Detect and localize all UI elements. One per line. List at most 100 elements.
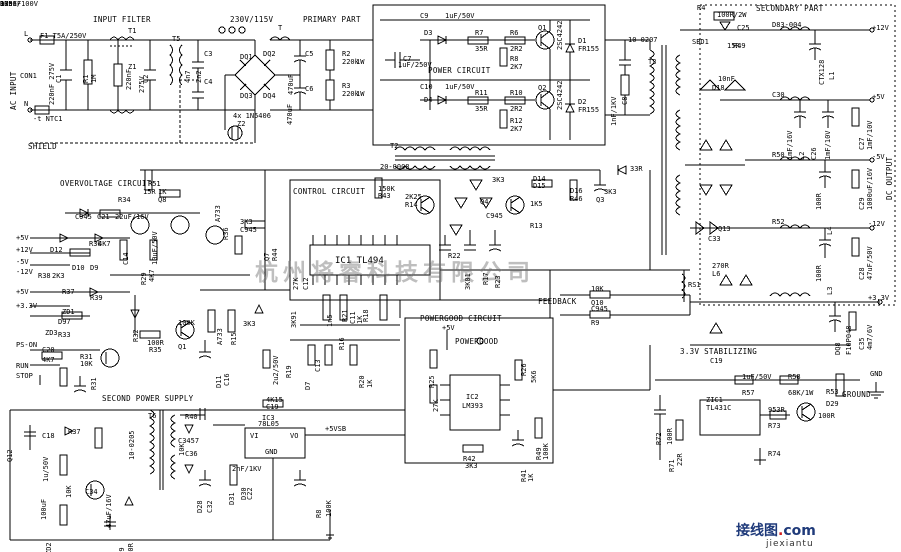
component-label: C14 — [122, 252, 130, 265]
component-label: 1n5 — [326, 314, 334, 327]
component-label: C21 — [97, 213, 110, 221]
ic3-gnd: GND — [265, 448, 278, 456]
component-label: ZD2 — [45, 542, 53, 552]
component-label: 22R — [676, 453, 684, 466]
component-label: 10K — [65, 485, 73, 498]
component-label: R8 — [315, 509, 323, 518]
component-label: 1K — [366, 379, 374, 388]
stabilizer-block — [654, 322, 884, 465]
component-label: 1u/50V — [42, 456, 50, 482]
ps-on-label: PS-ON — [16, 341, 38, 349]
feedback-block — [560, 290, 691, 319]
t3-part: 10-0207 — [628, 36, 658, 44]
zic1-part: TL431C — [706, 404, 732, 412]
component-label: 3K3 — [604, 188, 617, 196]
component-label: 953R — [768, 406, 785, 414]
component-label: 10uF/50V — [151, 231, 159, 265]
component-label: R59 — [118, 547, 126, 552]
component-label: 33R — [630, 165, 643, 173]
component-label: 1uF/50V — [742, 373, 772, 381]
ov-3v3-label: +3.3V — [16, 302, 38, 310]
component-label: R22 — [448, 252, 461, 260]
shield-label: SHIELD — [28, 142, 57, 151]
component-label: 220nF — [125, 68, 133, 90]
component-label: 2K25 — [405, 193, 422, 201]
component-label: D — [0, 0, 5, 8]
component-label: R19 — [285, 365, 293, 378]
n-terminal-label: N — [24, 100, 29, 108]
t1-label: T1 — [128, 27, 137, 35]
component-label: DQ8 — [834, 342, 842, 355]
component-label: R1 — [82, 74, 90, 83]
component-label: 3K3 — [240, 218, 253, 226]
component-label: Z2 — [237, 120, 246, 128]
component-label: R72 — [655, 432, 663, 445]
ic2-part: LM393 — [462, 402, 484, 410]
component-label: D97 — [58, 318, 71, 326]
component-label: L4 — [826, 226, 834, 235]
ic3-vo: VO — [290, 432, 299, 440]
component-label: R71 — [668, 459, 676, 472]
component-label: D15 — [533, 182, 546, 190]
component-label: R15 — [230, 332, 238, 345]
gnd-label: GND — [870, 370, 883, 378]
component-label: R13 — [530, 222, 543, 230]
component-label: D10 — [72, 264, 85, 272]
component-label: C33 — [708, 235, 721, 243]
ov-5v-label: +5V — [16, 234, 29, 242]
component-label: D7 — [304, 381, 312, 390]
component-label: D18 — [712, 84, 725, 92]
component-label: R2 — [342, 50, 351, 58]
component-label: 1W — [356, 58, 365, 66]
component-label: D4 — [424, 96, 433, 104]
component-label: C26 — [810, 147, 818, 160]
component-label: 35R — [475, 105, 488, 113]
component-label: Q7 — [263, 252, 271, 261]
component-label: R23 — [494, 275, 502, 288]
component-label: 2nF/1KV — [232, 465, 262, 473]
dc-output-label: DC OUTPUT — [885, 156, 894, 200]
component-label: R6 — [510, 29, 519, 37]
power-circuit-title: POWER CIRCUIT — [428, 66, 491, 75]
component-label: D3 — [424, 29, 433, 37]
component-label: 4K7 — [148, 269, 156, 282]
component-label: RS1 — [688, 281, 701, 289]
component-label: R75 — [0, 0, 13, 8]
component-label: R21 — [341, 309, 349, 322]
component-label: C32 — [206, 500, 214, 513]
component-label: D — [0, 0, 5, 8]
component-label: 100nF — [0, 0, 22, 8]
component-label: C7 — [403, 55, 412, 63]
component-label: R39 — [90, 294, 103, 302]
component-label: C6 — [305, 85, 314, 93]
component-label: R49 — [733, 42, 746, 50]
component-label: 2K7 — [510, 63, 523, 71]
component-label: R36 — [222, 227, 230, 240]
component-label: C29 — [858, 197, 866, 210]
component-label: R74 — [768, 450, 781, 458]
ov-m12v-label: -12V — [16, 268, 33, 276]
component-label: A733 — [216, 328, 224, 345]
component-label: R33 — [58, 331, 71, 339]
component-label: Q1 — [178, 343, 187, 351]
component-label: 220nF 275V — [48, 62, 56, 105]
output-plus5vsb: +5VSB — [325, 425, 347, 433]
component-label: D14 — [533, 175, 546, 183]
component-label: 220k — [342, 58, 359, 66]
component-label: 3K3 — [243, 320, 256, 328]
component-label: 4K15 — [266, 396, 283, 404]
control-circuit-title: CONTROL CIRCUIT — [293, 187, 366, 196]
component-label: D9 — [90, 264, 99, 272]
component-label: C19 — [710, 357, 723, 365]
component-label: F10P048 — [845, 325, 853, 355]
component-label: 10nF — [718, 75, 735, 83]
component-label: 35R — [475, 45, 488, 53]
component-label: R11 — [475, 89, 488, 97]
component-label: R8 — [510, 55, 519, 63]
primary-caps — [269, 36, 370, 111]
overvoltage-title: OVERVOLTAGE CIRCUIT — [60, 179, 152, 188]
input-filter-title: INPUT FILTER — [93, 15, 151, 24]
component-label: 4K7 — [98, 240, 111, 248]
